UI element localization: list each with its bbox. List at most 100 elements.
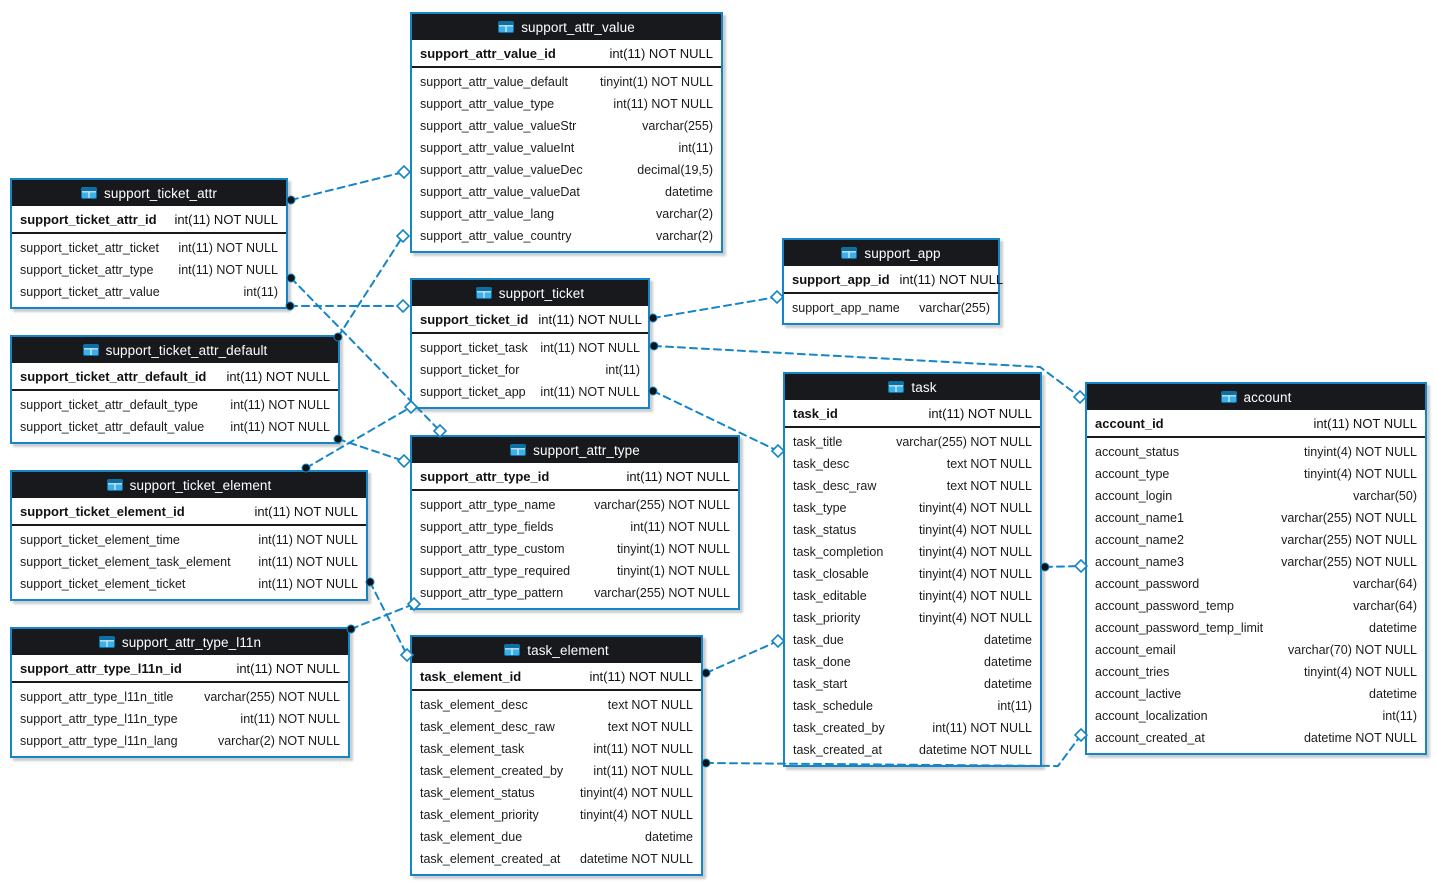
table-header[interactable]: task_element	[412, 637, 701, 663]
connection-support_ticket_attr_default-to-support_attr_value[interactable]	[333, 228, 411, 342]
relationship-line[interactable]	[337, 438, 405, 462]
connection-task-to-account[interactable]	[1040, 558, 1089, 574]
table-header[interactable]: support_attr_type	[412, 437, 738, 463]
table-header[interactable]: support_ticket_attr_default	[12, 337, 338, 363]
table-header[interactable]: support_ticket	[412, 280, 648, 306]
connection-support_ticket-to-support_app[interactable]	[648, 289, 785, 323]
table-header[interactable]: support_ticket_attr	[12, 180, 286, 206]
connection-support_ticket_attr-to-support_attr_value[interactable]	[286, 164, 412, 205]
relationship-line[interactable]	[705, 640, 779, 674]
table-header[interactable]: support_attr_type_l11n	[12, 629, 348, 655]
table-header[interactable]: support_app	[784, 240, 998, 266]
table-header[interactable]: account	[1087, 384, 1425, 410]
relationship-line[interactable]	[350, 603, 415, 630]
relationship-line[interactable]	[337, 235, 404, 338]
table-support_ticket_attr_default[interactable]: support_ticket_attr_default support_ticke…	[10, 335, 340, 444]
connection-task_element-to-task[interactable]	[701, 633, 786, 678]
relationship-line[interactable]	[652, 296, 778, 319]
relationship-line[interactable]	[369, 581, 408, 656]
connection-support_ticket_element-to-task_element[interactable]	[365, 577, 415, 663]
relationship-line[interactable]	[1044, 565, 1082, 568]
table-header[interactable]: task	[785, 374, 1040, 400]
relationship-line[interactable]	[290, 171, 405, 201]
